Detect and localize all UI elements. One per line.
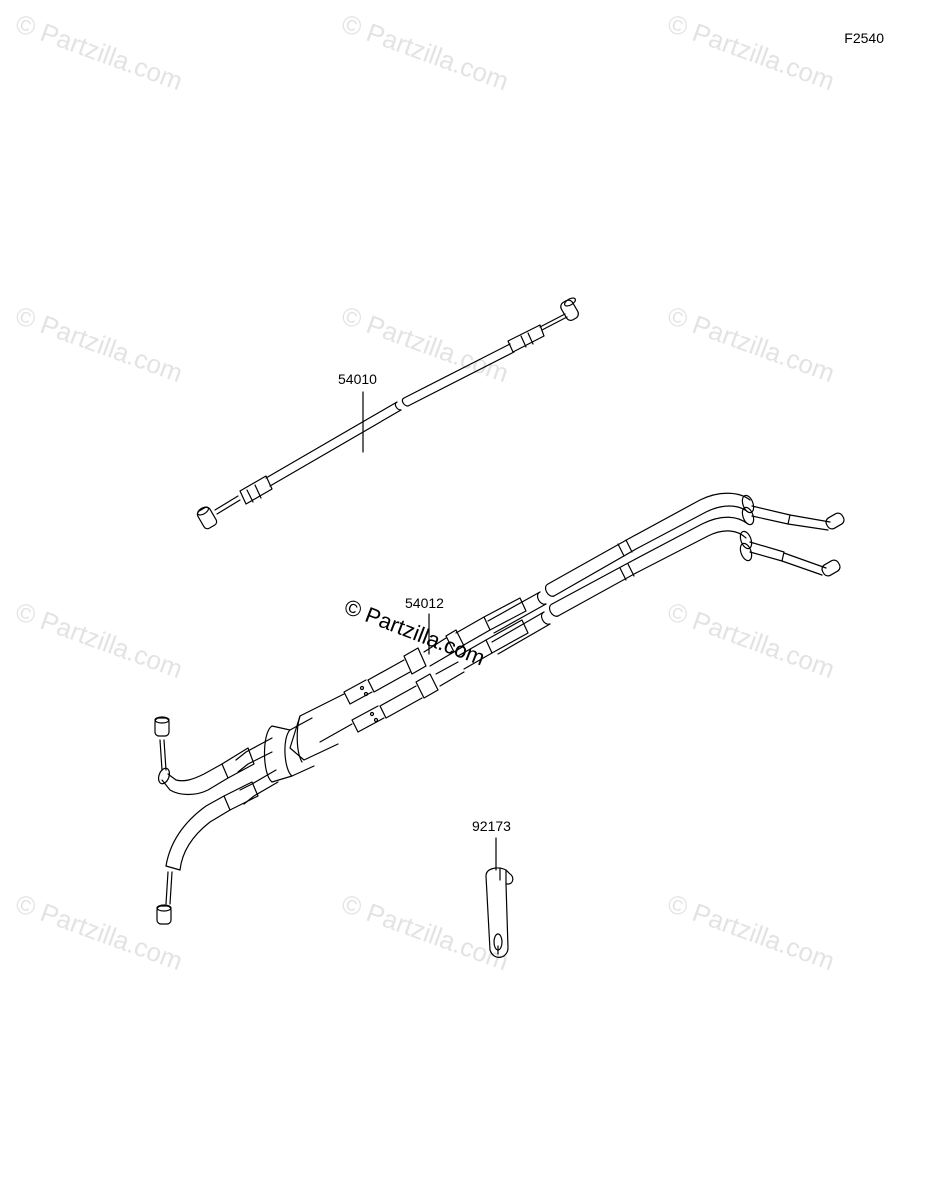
figure-code: F2540	[844, 30, 884, 46]
callout-54012: 54012	[405, 595, 444, 611]
cable-54012	[154, 492, 845, 925]
callout-54010: 54010	[338, 371, 377, 387]
callout-92173: 92173	[472, 818, 511, 834]
cable-54010	[196, 297, 579, 530]
strap-92173	[485, 867, 514, 958]
